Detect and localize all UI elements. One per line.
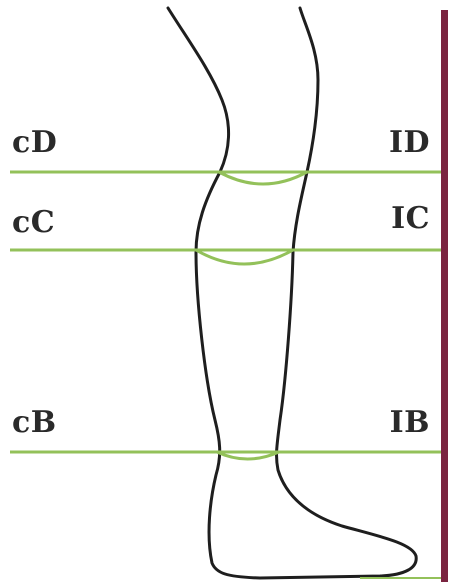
label-cc: cC	[12, 208, 55, 238]
circumference-arc-c	[196, 250, 293, 264]
circumference-arc-d	[219, 172, 307, 184]
vertical-measure-bar	[441, 10, 448, 582]
label-ib: IB	[390, 408, 430, 438]
leg-outline	[168, 8, 416, 578]
label-cd: cD	[12, 128, 57, 158]
label-id: ID	[389, 128, 430, 158]
label-ic: IC	[391, 204, 430, 234]
label-cb: cB	[12, 408, 57, 438]
